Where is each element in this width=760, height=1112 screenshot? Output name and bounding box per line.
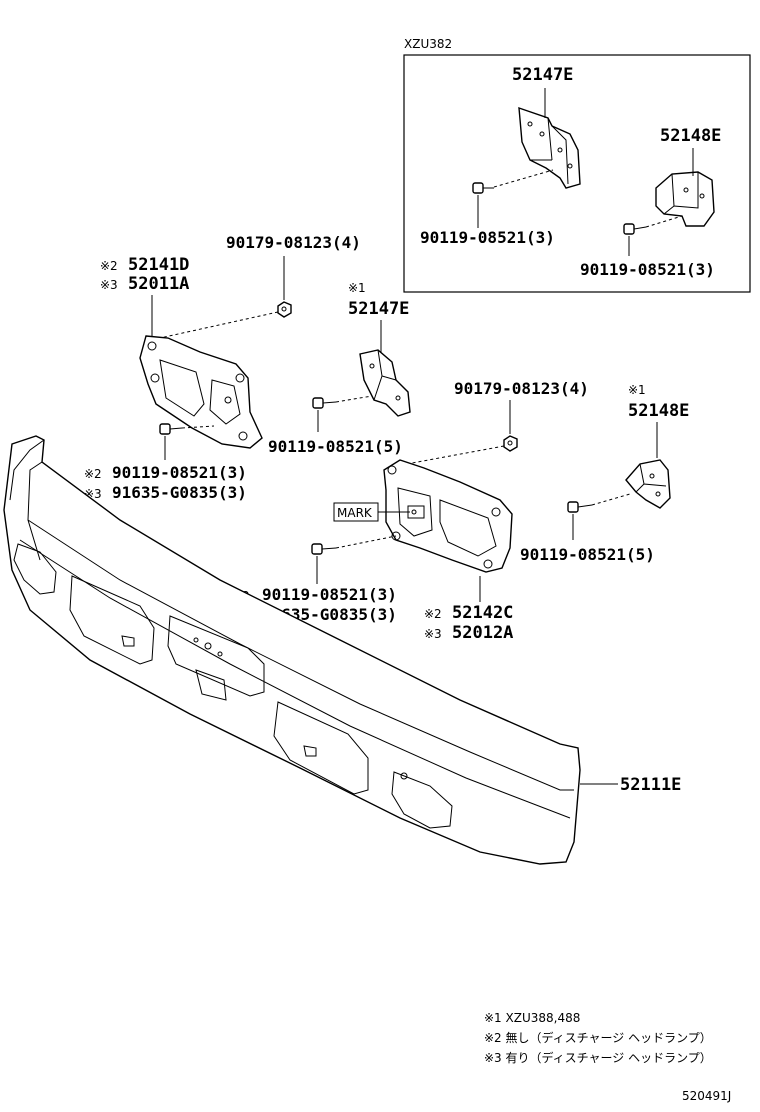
inset-bracket-right-label: 52148E <box>660 126 721 146</box>
left-plate-bolt[interactable] <box>159 423 183 435</box>
mark-tag: MARK <box>337 506 373 520</box>
mid-bracket-no: 52147E <box>348 299 409 319</box>
left-plate-no2: 52141D <box>128 255 189 275</box>
leader <box>591 493 631 506</box>
right-bracket-no: 52148E <box>628 401 689 421</box>
right-bracket-bolt[interactable] <box>567 501 593 513</box>
inset-bracket-top-label: 52147E <box>512 65 573 85</box>
inset-bolt-left-label: 90119-08521(3) <box>420 228 555 247</box>
bumper-label: 52111E <box>620 775 681 795</box>
right-plate-mark2: ※2 <box>424 607 442 621</box>
left-nut[interactable] <box>277 301 292 318</box>
leader <box>159 311 279 339</box>
inset-bracket-52147e[interactable] <box>518 106 581 189</box>
right-mounting-plate[interactable] <box>383 459 513 573</box>
left-bolt-mark2: ※2 <box>84 467 102 481</box>
left-bolt-no3: 91635-G0835(3) <box>112 483 247 502</box>
center-bolt-no2: 90119-08521(3) <box>262 585 397 604</box>
left-plate-mark3: ※3 <box>100 278 118 292</box>
leader <box>335 535 397 549</box>
left-mounting-plate[interactable] <box>139 335 263 449</box>
left-bolt-no2: 90119-08521(3) <box>112 463 247 482</box>
inset-bolt-right[interactable] <box>623 223 647 235</box>
inset-bracket-52148e[interactable] <box>655 171 715 227</box>
inset-model-code: XZU382 <box>404 37 452 51</box>
right-plate-bolt[interactable] <box>311 543 337 555</box>
left-plate-no3: 52011A <box>128 274 189 294</box>
inset-bolt-left[interactable] <box>472 182 494 194</box>
left-nut-label: 90179-08123(4) <box>226 233 361 252</box>
leader <box>645 215 683 228</box>
right-bracket-52148e[interactable] <box>625 459 671 509</box>
right-bracket-mark: ※1 <box>628 383 646 397</box>
right-plate-mark3: ※3 <box>424 627 442 641</box>
note-2: ※2 無し（ディスチャージ ヘッドランプ） <box>484 1030 712 1045</box>
mid-bracket-52147e[interactable] <box>359 349 411 417</box>
right-plate-no3: 52012A <box>452 623 513 643</box>
mid-bracket-bolt[interactable] <box>312 397 337 409</box>
right-plate-no2: 52142C <box>452 603 513 623</box>
note-3: ※3 有り（ディスチャージ ヘッドランプ） <box>484 1050 712 1065</box>
note-1: ※1 XZU388,488 <box>484 1011 580 1025</box>
mid-bracket-mark: ※1 <box>348 281 366 295</box>
inset-frame <box>403 54 751 293</box>
inset-bolt-right-label: 90119-08521(3) <box>580 260 715 279</box>
front-bumper[interactable] <box>3 435 581 865</box>
leader <box>395 445 505 467</box>
mid-bolt-label: 90119-08521(5) <box>268 437 403 456</box>
leader <box>493 169 554 188</box>
leader <box>335 395 373 403</box>
right-nut-label: 90179-08123(4) <box>454 379 589 398</box>
left-plate-mark2: ※2 <box>100 259 118 273</box>
leader <box>181 425 215 429</box>
right-nut[interactable] <box>503 435 518 452</box>
figure-code: 520491J <box>682 1089 731 1103</box>
right-bolt-label: 90119-08521(5) <box>520 545 655 564</box>
